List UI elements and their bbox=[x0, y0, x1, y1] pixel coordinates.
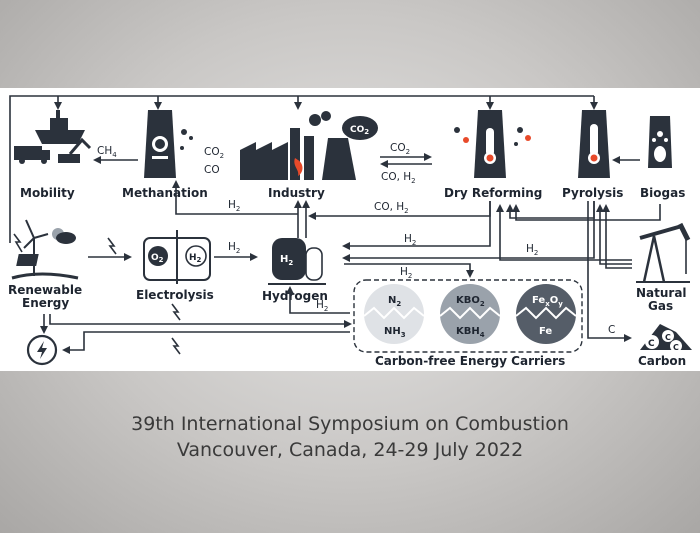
electrolysis-label: Electrolysis bbox=[136, 288, 214, 302]
dry-reforming-reactor-icon bbox=[454, 110, 531, 178]
svg-text:Fe: Fe bbox=[539, 326, 552, 337]
dry-reforming-label: Dry Reforming bbox=[444, 186, 542, 200]
ch4-flow: CH4 bbox=[93, 145, 138, 164]
biogas-label: Biogas bbox=[640, 186, 685, 200]
renewable-label-line1: Renewable bbox=[8, 283, 82, 297]
svg-text:C: C bbox=[648, 339, 655, 349]
svg-text:O2: O2 bbox=[151, 253, 164, 264]
carbon-icon: C C C bbox=[640, 324, 692, 352]
pyrolysis-reactor-icon bbox=[578, 110, 610, 178]
caption-line2: Vancouver, Canada, 24-29 July 2022 bbox=[176, 439, 524, 461]
pyrolysis-label: Pyrolysis bbox=[562, 186, 623, 200]
carbon-label: Carbon bbox=[638, 354, 686, 368]
natural-gas-label-line2: Gas bbox=[648, 299, 673, 313]
svg-text:H2: H2 bbox=[189, 253, 202, 264]
electrolysis-cell-icon: O2 H2 bbox=[143, 230, 211, 284]
h2-electrolysis-to-hydrogen: H2 bbox=[214, 241, 258, 261]
svg-text:CH4: CH4 bbox=[97, 145, 117, 159]
svg-text:FexOy: FexOy bbox=[532, 295, 563, 308]
svg-text:H2: H2 bbox=[280, 254, 293, 267]
renewable-to-carriers-lines bbox=[40, 303, 352, 355]
h2-return-lines: H2 CO, H2 bbox=[172, 180, 491, 238]
methanation-reactor-icon bbox=[144, 110, 193, 178]
mobility-icon bbox=[14, 110, 92, 164]
svg-text:KBO2: KBO2 bbox=[456, 295, 485, 308]
hydrogen-storage-icon: H2 bbox=[268, 238, 326, 285]
industry-factory-icon: CO2 bbox=[240, 111, 378, 180]
mobility-label: Mobility bbox=[20, 186, 75, 200]
svg-text:H2: H2 bbox=[526, 243, 538, 257]
renewable-energy-icon bbox=[11, 219, 79, 280]
diagram-panel: Mobility Methanation CH4 CO2 CO CO2 Indu… bbox=[0, 88, 700, 371]
power-grid-icon bbox=[26, 334, 58, 366]
svg-text:CO, H2: CO, H2 bbox=[381, 171, 416, 185]
svg-text:NH3: NH3 bbox=[384, 326, 406, 339]
svg-text:H2: H2 bbox=[228, 199, 240, 213]
carriers-label: Carbon-free Energy Carriers bbox=[375, 354, 565, 368]
renewable-label-line2: Energy bbox=[22, 296, 69, 310]
biogas-icon bbox=[648, 116, 672, 168]
svg-text:CO2: CO2 bbox=[204, 146, 224, 160]
methanation-label: Methanation bbox=[122, 186, 208, 200]
svg-text:H2: H2 bbox=[404, 233, 416, 247]
svg-text:CO: CO bbox=[204, 164, 220, 176]
natural-gas-pump-icon bbox=[636, 222, 691, 283]
natural-gas-label-line1: Natural bbox=[636, 286, 687, 300]
co2-co-h2-flow-industry: CO2 CO, H2 bbox=[380, 142, 432, 185]
carbon-flow: C bbox=[587, 201, 632, 342]
caption-line1: 39th International Symposium on Combusti… bbox=[131, 413, 569, 435]
svg-text:C: C bbox=[673, 343, 679, 352]
hydrogen-label: Hydrogen bbox=[262, 289, 328, 303]
top-distribution-lines bbox=[9, 95, 598, 243]
h2-distribution-lines: H2 H2 H2 H2 bbox=[286, 201, 595, 314]
industry-label: Industry bbox=[268, 186, 325, 200]
svg-text:C: C bbox=[608, 324, 615, 336]
svg-text:CO2: CO2 bbox=[390, 142, 410, 156]
energy-system-diagram: Mobility Methanation CH4 CO2 CO CO2 Indu… bbox=[8, 95, 692, 368]
svg-text:N2: N2 bbox=[388, 295, 401, 308]
svg-text:CO2: CO2 bbox=[350, 125, 369, 136]
power-to-electrolysis-flow bbox=[88, 237, 132, 261]
svg-text:H2: H2 bbox=[228, 241, 240, 255]
carbon-free-carriers-box: N2 NH3 KBO2 KBH4 FexOy Fe bbox=[353, 279, 583, 353]
svg-text:CO, H2: CO, H2 bbox=[374, 201, 409, 215]
svg-text:H2: H2 bbox=[316, 299, 328, 313]
svg-text:KBH4: KBH4 bbox=[456, 326, 485, 339]
svg-text:C: C bbox=[665, 333, 671, 342]
co2-co-flow-methanation: CO2 CO bbox=[204, 146, 224, 176]
svg-text:H2: H2 bbox=[400, 266, 412, 280]
